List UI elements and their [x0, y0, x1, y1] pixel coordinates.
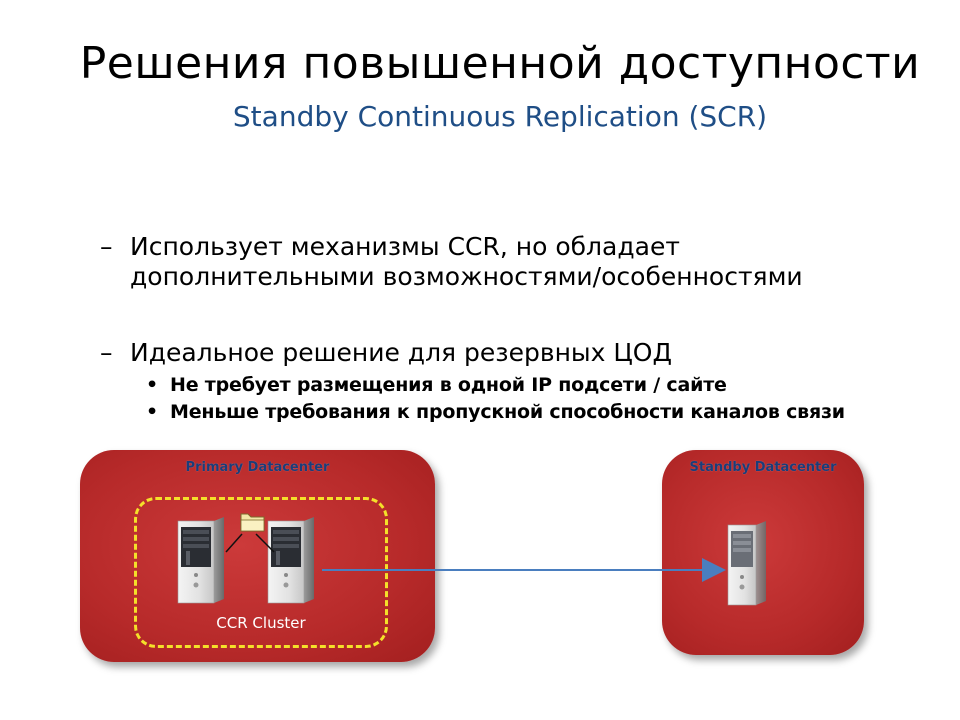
folder-icon [226, 514, 274, 552]
server-icon [268, 517, 314, 603]
server-icon [728, 521, 766, 605]
server-icon [178, 517, 224, 603]
